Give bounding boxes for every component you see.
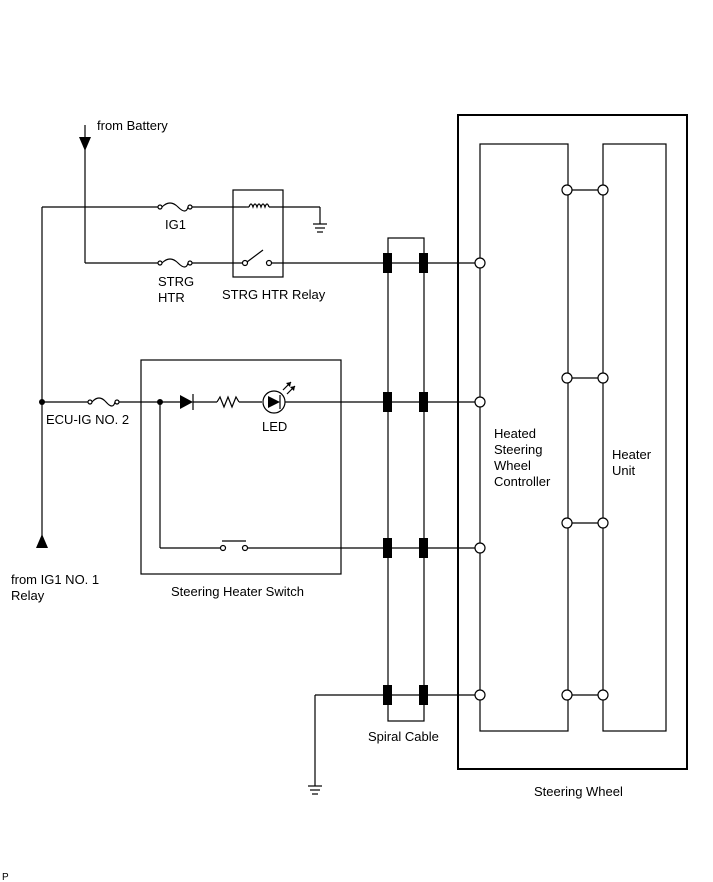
ground-circuit [308, 694, 476, 795]
unit-label: Unit [612, 463, 636, 478]
relay-switch-icon [241, 249, 273, 267]
resistor-icon [216, 395, 240, 409]
strg-label: STRG [158, 274, 194, 289]
heated-steering-wheel-controller: Heated Steering Wheel Controller [474, 143, 569, 732]
battery-input: from Battery [79, 118, 168, 263]
steering-wheel-label: Steering Wheel [534, 784, 623, 799]
heater-connections [561, 184, 609, 701]
strg-htr-relay-label: STRG HTR Relay [222, 287, 326, 302]
corner-mark: P [2, 872, 9, 882]
from-battery-label: from Battery [97, 118, 168, 133]
led-icon [262, 381, 296, 414]
strg-htr-relay: STRG HTR Relay [222, 189, 327, 302]
controller-label: Controller [494, 474, 551, 489]
spiral-cable: Spiral Cable [368, 237, 439, 744]
steering-heater-switch: LED Steering Heater Switch [140, 359, 476, 599]
steering-label: Steering [494, 442, 542, 457]
ecu-ig-circuit: ECU-IG NO. 2 [39, 397, 180, 427]
ig1-label: IG1 [165, 217, 186, 232]
led-label: LED [262, 419, 287, 434]
relay-label: Relay [11, 588, 45, 603]
ground-icon [313, 207, 327, 233]
ig1-relay-arrow-icon [36, 534, 48, 548]
relay-coil-icon [246, 203, 320, 209]
ecu-ig-fuse-icon [87, 397, 120, 407]
steering-wheel: Steering Wheel Heated Steering Wheel Con… [457, 114, 688, 799]
heater-unit: Heater Unit [602, 143, 667, 732]
ecu-ig-label: ECU-IG NO. 2 [46, 412, 129, 427]
heater-label: Heater [612, 447, 652, 462]
ground-icon [308, 785, 322, 795]
ig1-relay-input: from IG1 NO. 1 Relay [11, 534, 99, 603]
wheel-label: Wheel [494, 458, 531, 473]
steering-heater-switch-label: Steering Heater Switch [171, 584, 304, 599]
from-ig1-label: from IG1 NO. 1 [11, 572, 99, 587]
push-switch-icon [219, 540, 249, 552]
ig1-circuit: IG1 [41, 202, 246, 548]
strg-htr-fuse-icon [157, 258, 193, 268]
battery-arrow-icon [79, 137, 91, 151]
spiral-cable-label: Spiral Cable [368, 729, 439, 744]
htr-label: HTR [158, 290, 185, 305]
strg-htr-circuit: STRG HTR [85, 258, 476, 305]
heated-label: Heated [494, 426, 536, 441]
diode-icon [180, 395, 193, 409]
ig1-fuse-icon [157, 202, 193, 212]
